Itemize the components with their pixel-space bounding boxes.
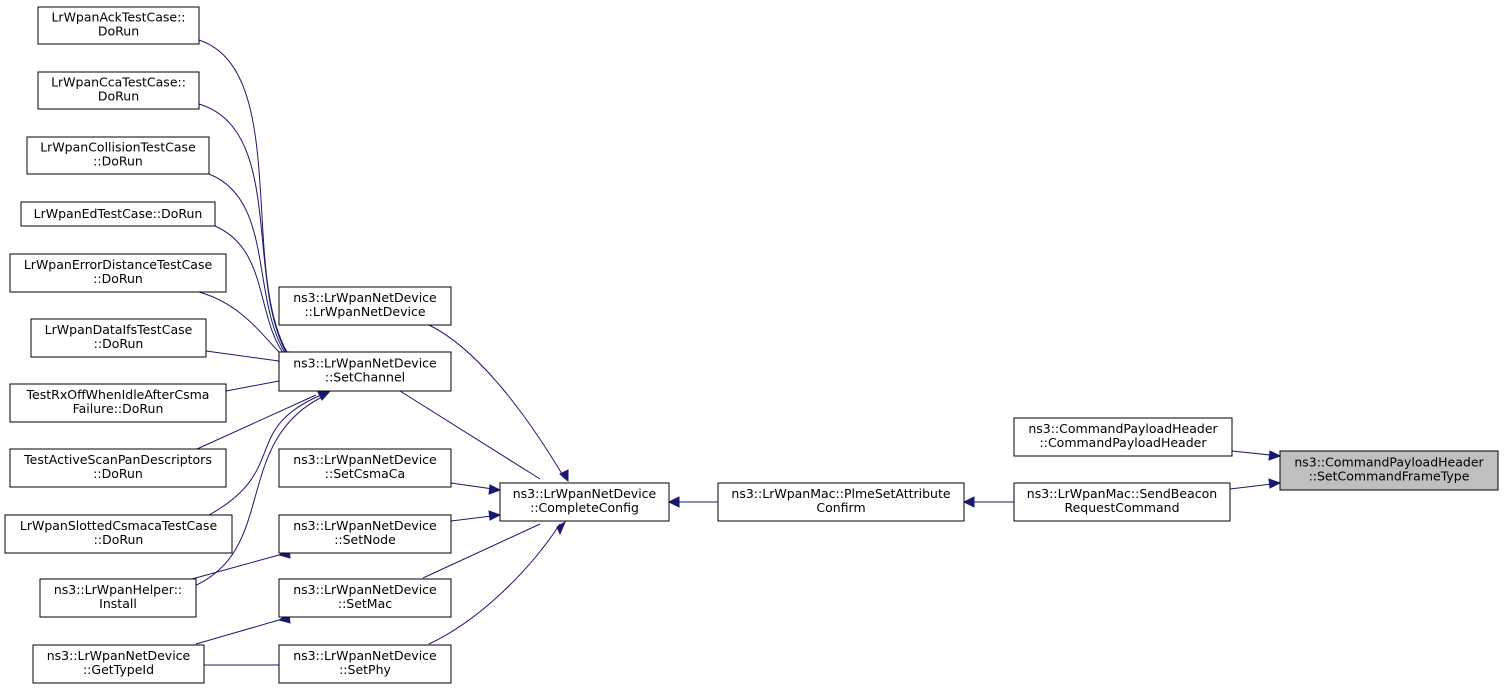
edge-activescan-setchannel	[196, 394, 317, 450]
node-activescan-line-1: TestActiveScanPanDescriptors	[23, 452, 212, 467]
node-ed-line-1: LrWpanEdTestCase::DoRun	[34, 206, 203, 221]
node-setphy-line-1: ns3::LrWpanNetDevice	[293, 648, 437, 663]
arrowhead-plmeconfirm	[962, 496, 975, 508]
node-errdist-line-2: ::DoRun	[93, 271, 143, 286]
edge-setchannel-completeconfig	[399, 390, 541, 480]
edge-setphy-completeconfig	[428, 523, 561, 645]
node-plmeconfirm-line-2: Confirm	[816, 500, 865, 515]
node-completeconfig-line-1: ns3::LrWpanNetDevice	[513, 486, 657, 501]
node-dataifs[interactable]: LrWpanDataIfsTestCase ::DoRun	[30, 318, 207, 358]
edge-setmac-completeconfig	[422, 523, 541, 579]
node-slotted[interactable]: LrWpanSlottedCsmacaTestCase ::DoRun	[4, 514, 233, 554]
node-setcsmaca[interactable]: ns3::LrWpanNetDevice ::SetCsmaCa	[278, 448, 452, 488]
edge-gettypeid-setmac	[195, 619, 280, 645]
node-setnode-line-2: ::SetNode	[334, 532, 396, 547]
node-plmeconfirm-line-1: ns3::LrWpanMac::PlmeSetAttribute	[731, 486, 950, 501]
node-setcsmaca-line-1: ns3::LrWpanNetDevice	[293, 452, 437, 467]
arrowhead-setcmdtype-2	[1268, 478, 1282, 489]
node-setnode[interactable]: ns3::LrWpanNetDevice ::SetNode	[278, 514, 452, 554]
node-gettypeid-line-1: ns3::LrWpanNetDevice	[47, 648, 191, 663]
node-setchannel[interactable]: ns3::LrWpanNetDevice ::SetChannel	[278, 351, 452, 392]
node-ack[interactable]: LrWpanAckTestCase:: DoRun	[37, 6, 200, 45]
node-setmac-line-2: ::SetMac	[338, 596, 392, 611]
node-cmdctor[interactable]: ns3::CommandPayloadHeader ::CommandPaylo…	[1013, 417, 1233, 457]
node-sendbeacon-line-1: ns3::LrWpanMac::SendBeacon	[1027, 486, 1217, 501]
node-setnode-line-1: ns3::LrWpanNetDevice	[293, 518, 437, 533]
node-collision-line-2: ::DoRun	[93, 154, 143, 169]
node-setcmdtype-line-1: ns3::CommandPayloadHeader	[1294, 455, 1484, 470]
node-plmeconfirm[interactable]: ns3::LrWpanMac::PlmeSetAttribute Confirm	[717, 482, 965, 522]
node-cca[interactable]: LrWpanCcaTestCase:: DoRun	[37, 71, 200, 110]
node-errdist[interactable]: LrWpanErrorDistanceTestCase ::DoRun	[9, 253, 227, 293]
node-gettypeid-line-2: ::GetTypeId	[83, 662, 154, 677]
edge-install-setnode	[191, 554, 280, 580]
node-activescan-line-2: ::DoRun	[93, 466, 143, 481]
edge-ed-setchannel	[214, 225, 288, 359]
node-slotted-line-1: LrWpanSlottedCsmacaTestCase	[20, 518, 218, 533]
node-collision-line-1: LrWpanCollisionTestCase	[40, 140, 196, 155]
arrowhead-completeconfig-left-2	[488, 510, 502, 521]
node-dataifs-line-2: ::DoRun	[94, 336, 144, 351]
node-collision[interactable]: LrWpanCollisionTestCase ::DoRun	[26, 136, 210, 175]
node-activescan[interactable]: TestActiveScanPanDescriptors ::DoRun	[9, 448, 227, 488]
node-install-line-1: ns3::LrWpanHelper::	[54, 582, 182, 597]
node-ed[interactable]: LrWpanEdTestCase::DoRun	[20, 201, 216, 227]
node-rxoff-line-1: TestRxOffWhenIdleAfterCsma	[26, 387, 210, 402]
node-setmac-line-1: ns3::LrWpanNetDevice	[293, 582, 437, 597]
node-setphy-line-2: ::SetPhy	[339, 662, 391, 677]
node-ctor[interactable]: ns3::LrWpanNetDevice ::LrWpanNetDevice	[278, 286, 452, 326]
node-cmdctor-line-2: ::CommandPayloadHeader	[1040, 435, 1208, 450]
edge-collision-setchannel	[208, 173, 288, 357]
node-cca-line-2: DoRun	[98, 89, 139, 104]
edge-rxoff-setchannel	[225, 380, 280, 392]
node-setphy[interactable]: ns3::LrWpanNetDevice ::SetPhy	[278, 644, 452, 684]
node-errdist-line-1: LrWpanErrorDistanceTestCase	[24, 257, 213, 272]
node-ctor-line-1: ns3::LrWpanNetDevice	[293, 290, 437, 305]
arrowhead-setcmdtype-1	[1268, 450, 1282, 461]
edge-ack-setchannel	[198, 39, 288, 353]
node-ack-line-1: LrWpanAckTestCase::	[51, 10, 185, 25]
node-setchannel-line-2: ::SetChannel	[325, 370, 405, 385]
node-setcmdtype[interactable]: ns3::CommandPayloadHeader ::SetCommandFr…	[1279, 450, 1499, 491]
node-setchannel-line-1: ns3::LrWpanNetDevice	[293, 356, 437, 371]
arrowhead-completeconfig-bottom	[556, 520, 567, 536]
arrowhead-completeconfig-top	[559, 469, 569, 483]
edge-slotted-setchannel	[208, 394, 322, 516]
node-cca-line-1: LrWpanCcaTestCase::	[51, 75, 186, 90]
node-setcmdtype-line-2: ::SetCommandFrameType	[1309, 469, 1470, 484]
function-nodes: LrWpanAckTestCase:: DoRun LrWpanCcaTestC…	[4, 6, 1499, 684]
node-setcsmaca-line-2: ::SetCsmaCa	[325, 466, 405, 481]
edge-dataifs-setchannel	[205, 350, 280, 362]
node-sendbeacon-line-2: RequestCommand	[1064, 500, 1179, 515]
node-sendbeacon[interactable]: ns3::LrWpanMac::SendBeacon RequestComman…	[1013, 482, 1231, 522]
node-rxoff-line-2: Failure::DoRun	[73, 401, 164, 416]
node-completeconfig[interactable]: ns3::LrWpanNetDevice ::CompleteConfig	[499, 482, 670, 522]
edge-ctor-completeconfig	[428, 324, 566, 480]
edge-install-setchannel	[191, 394, 327, 588]
edge-cca-setchannel	[198, 103, 288, 355]
node-setmac[interactable]: ns3::LrWpanNetDevice ::SetMac	[278, 578, 452, 618]
node-cmdctor-line-1: ns3::CommandPayloadHeader	[1028, 421, 1218, 436]
node-gettypeid[interactable]: ns3::LrWpanNetDevice ::GetTypeId	[32, 644, 205, 684]
arrowhead-completeconfig-right	[667, 496, 680, 508]
node-rxoff[interactable]: TestRxOffWhenIdleAfterCsma Failure::DoRu…	[9, 383, 227, 423]
arrowhead-completeconfig-left-1	[488, 484, 502, 495]
node-ack-line-2: DoRun	[98, 24, 139, 39]
node-install-line-2: Install	[99, 596, 137, 611]
node-dataifs-line-1: LrWpanDataIfsTestCase	[45, 322, 193, 337]
node-install[interactable]: ns3::LrWpanHelper:: Install	[39, 578, 197, 618]
node-completeconfig-line-2: ::CompleteConfig	[530, 500, 639, 515]
node-ctor-line-2: ::LrWpanNetDevice	[304, 304, 425, 319]
node-slotted-line-2: ::DoRun	[94, 532, 144, 547]
